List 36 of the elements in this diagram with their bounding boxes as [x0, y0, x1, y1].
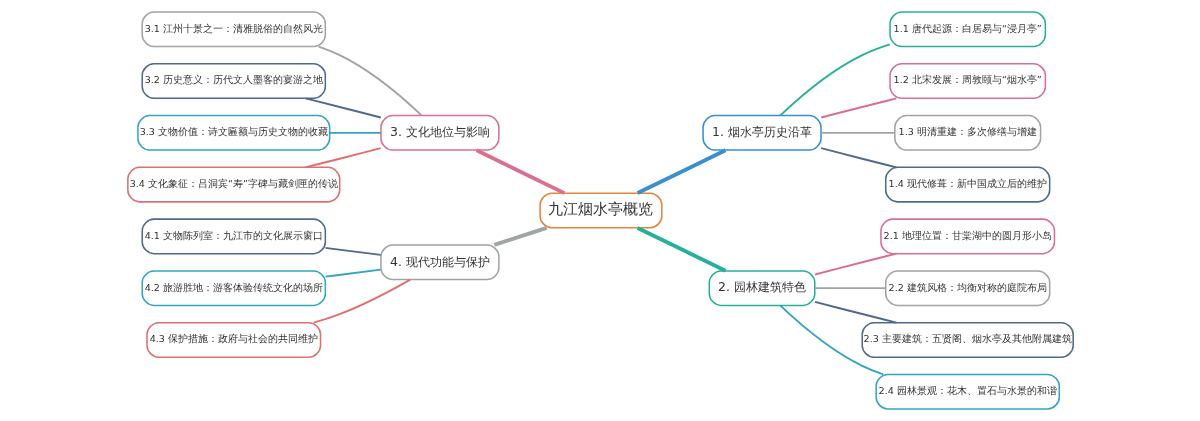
node-box: 4. 现代功能与保护 — [379, 244, 500, 281]
node-box: 1.1 唐代起源：白居易与“浸月亭” — [888, 11, 1046, 48]
node-box: 3.1 江州十景之一：清雅脱俗的自然风光 — [140, 11, 326, 48]
node-box: 3.2 历史意义：历代文人墨客的宴游之地 — [140, 63, 326, 100]
node-box: 4.1 文物陈列室：九江市的文化展示窗口 — [140, 218, 326, 255]
connector — [317, 45, 422, 117]
connector — [819, 97, 897, 119]
node-box: 九江烟水亭概览 — [538, 192, 663, 229]
node-box: 1.3 明清重建：多次修缮与增建 — [893, 114, 1041, 151]
connector — [819, 147, 897, 169]
node-box: 1.2 北宋发展：周敦颐与“烟水亭” — [888, 63, 1046, 100]
node-box: 2.3 主要建筑：五贤阁、烟水亭及其他附属建筑 — [860, 321, 1074, 358]
node-box: 1. 烟水亭历史沿革 — [701, 114, 822, 151]
node-box: 2.4 园林景观：花木、置石与水景的和谐 — [874, 373, 1060, 410]
connector — [819, 131, 896, 134]
connector — [324, 246, 382, 256]
connector — [493, 226, 547, 247]
connector — [324, 268, 382, 278]
node-box: 2. 园林建筑特色 — [708, 270, 816, 307]
node-box: 4.2 旅游胜地：游客体验传统文化的场所 — [140, 270, 326, 307]
connector — [813, 252, 897, 276]
connector — [813, 287, 887, 290]
connector — [636, 226, 726, 273]
node-box: 2.1 地理位置：甘棠湖中的圆月形小岛 — [879, 218, 1055, 255]
connector — [328, 131, 382, 134]
connector — [475, 148, 565, 195]
node-box: 3.4 文化象征：吕洞宾“寿”字碑与藏剑匣的传说 — [126, 166, 340, 203]
node-box: 3.3 文物价值：诗文匾额与历史文物的收藏 — [136, 114, 330, 151]
node-box: 1.4 现代修葺：新中国成立后的维护 — [884, 166, 1050, 203]
node-box: 2.2 建筑风格：均衡对称的庭院布局 — [884, 270, 1050, 307]
connector — [636, 148, 726, 195]
node-box: 4.3 保护措施：政府与社会的共同维护 — [145, 321, 321, 358]
connector — [813, 300, 897, 324]
connector — [779, 304, 884, 376]
connector — [779, 43, 891, 117]
node-box: 3. 文化地位与影响 — [379, 114, 500, 151]
